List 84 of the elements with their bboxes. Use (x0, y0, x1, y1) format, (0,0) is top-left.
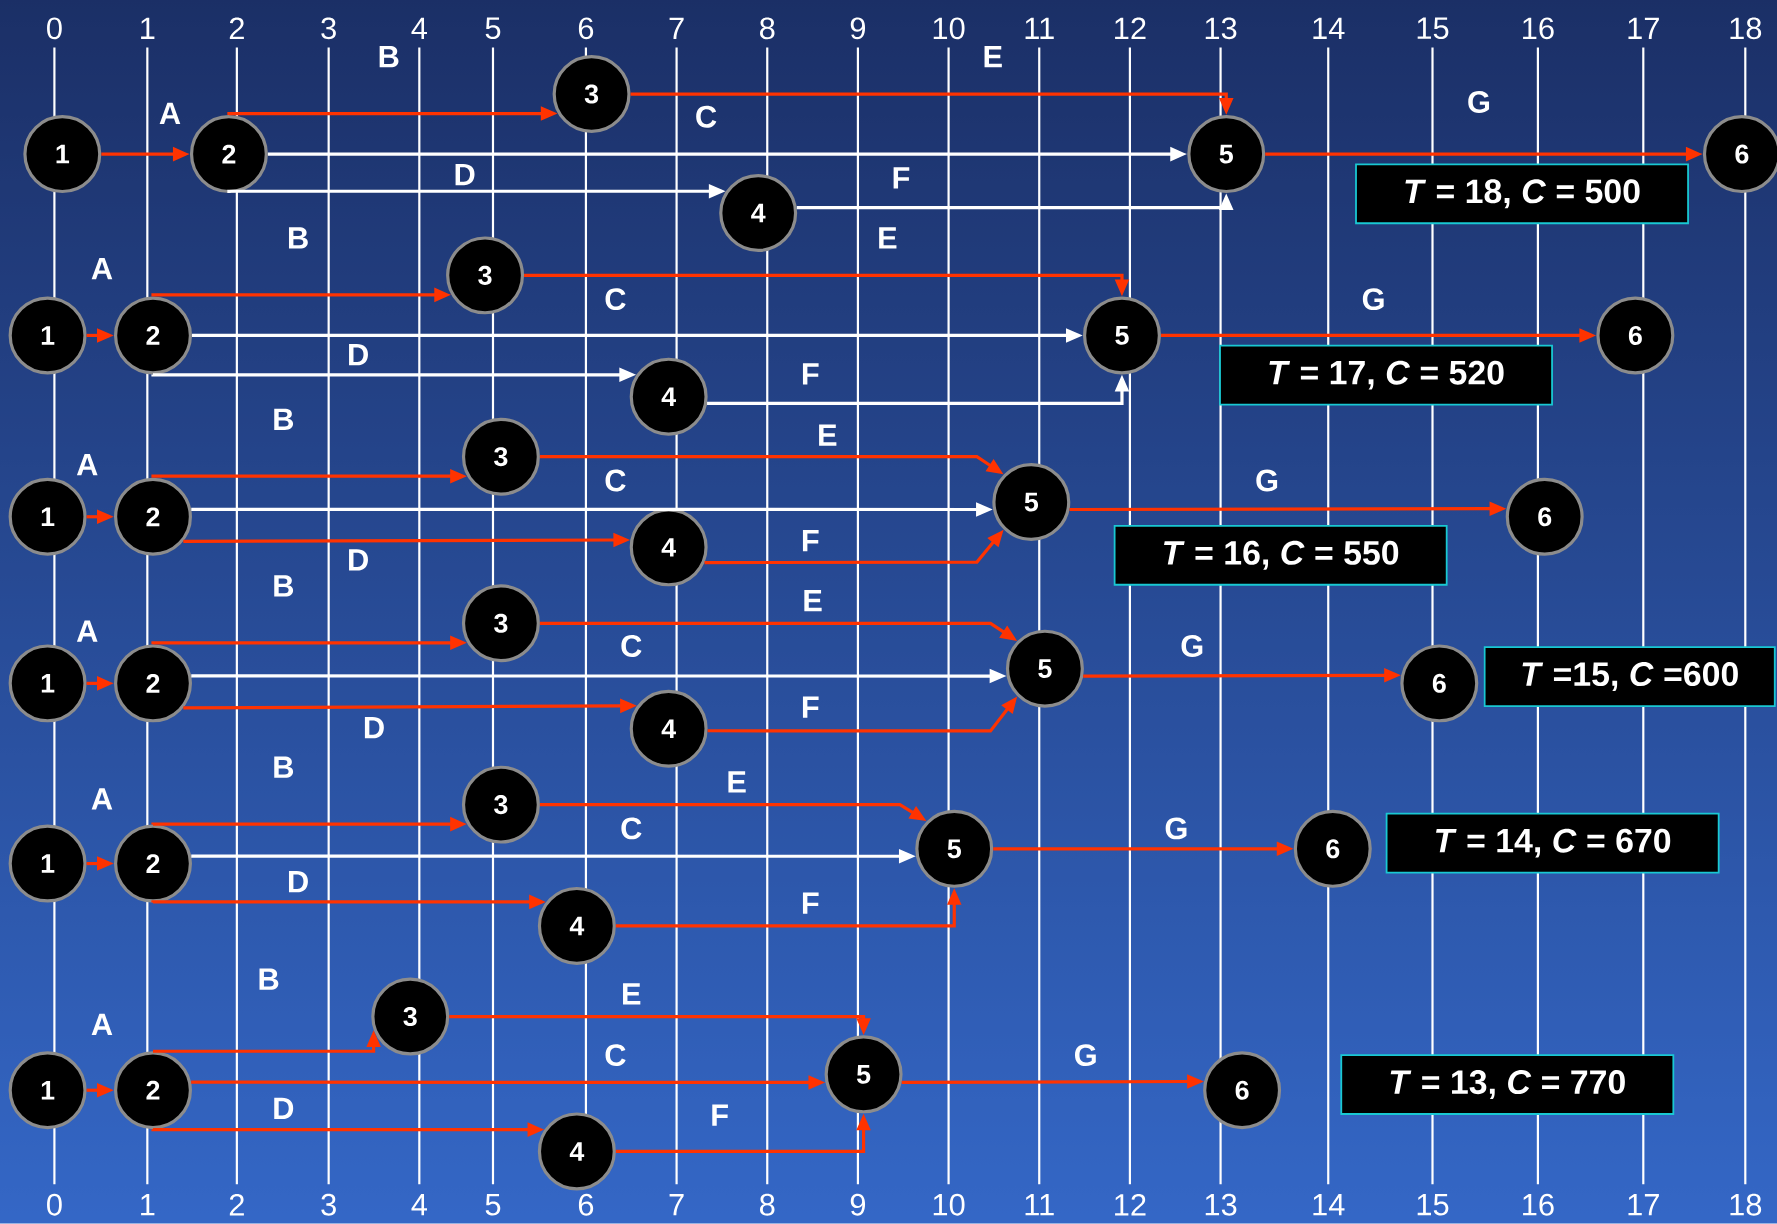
edge-label: C (605, 1044, 626, 1067)
scale-number: 3 (321, 1193, 336, 1216)
scale-number: 0 (47, 17, 62, 40)
edge-label: F (802, 696, 819, 718)
edge-label: E (728, 771, 746, 793)
scale-number: 3 (321, 17, 336, 40)
scale-number: 8 (760, 1193, 775, 1216)
edge-label: B (289, 227, 308, 249)
scale-number: 4 (411, 1194, 427, 1216)
scale-number: 12 (1115, 1193, 1146, 1216)
edge-label: D (289, 871, 308, 893)
scale-number: 9 (850, 1193, 866, 1216)
edge-label: D (455, 163, 475, 186)
edge-label: D (274, 1097, 294, 1119)
result-box: T = 18, C = 500 (1355, 163, 1689, 225)
edge-label: B (274, 756, 294, 778)
edge-label: F (712, 1104, 728, 1126)
edge-label: A (159, 102, 181, 124)
scale-number: 11 (1025, 1194, 1054, 1216)
scale-number: 11 (1025, 17, 1054, 39)
edge-label: E (879, 227, 897, 249)
edge-label: F (802, 363, 819, 385)
edge-label: C (621, 635, 642, 657)
edge-label: G (1362, 288, 1384, 311)
scale-number: 16 (1523, 17, 1554, 40)
scale-number: 2 (229, 17, 244, 40)
scale-number: 14 (1313, 1194, 1345, 1216)
scale-number: 12 (1115, 17, 1146, 40)
edge-label: C (605, 469, 626, 492)
edge-label: E (984, 46, 1002, 68)
edge-label: G (1165, 817, 1187, 840)
scale-number: 9 (850, 17, 866, 40)
scale-number: 1 (141, 1194, 155, 1216)
edge-label: A (76, 454, 98, 476)
scale-number: 13 (1205, 1193, 1237, 1216)
edge-label: C (621, 817, 642, 840)
edge-label: D (349, 344, 368, 366)
edge-label: A (91, 788, 113, 810)
edge-label: C (696, 105, 717, 128)
scale-number: 5 (485, 1193, 501, 1216)
edge-label: E (819, 424, 837, 446)
scale-number: 18 (1730, 1193, 1762, 1216)
edge-label: F (893, 167, 910, 189)
edge-label: G (1181, 635, 1203, 657)
scale-number: 15 (1417, 17, 1449, 40)
scale-number: 10 (933, 1193, 965, 1216)
edge-label: G (1075, 1044, 1096, 1067)
edge-label: B (274, 408, 294, 430)
scale-number: 5 (485, 17, 501, 40)
scale-number: 15 (1417, 1193, 1449, 1216)
edge-label: F (802, 529, 819, 552)
edge-label: A (91, 1013, 113, 1036)
scale-number: 16 (1523, 1193, 1554, 1216)
edge-label: D (364, 716, 384, 739)
result-box: T =15, C =600 (1483, 646, 1776, 707)
edge-label: F (802, 892, 819, 914)
result-box: T = 14, C = 670 (1385, 812, 1720, 874)
edge-label: G (1256, 469, 1278, 492)
scale-number: 18 (1730, 17, 1762, 40)
scale-number: 13 (1205, 17, 1237, 40)
scale-number: 8 (760, 17, 775, 40)
edge-label: B (379, 46, 399, 68)
edge-label: E (804, 590, 822, 612)
result-box: T = 16, C = 550 (1113, 524, 1448, 586)
scale-number: 17 (1628, 1194, 1659, 1216)
scale-number: 0 (47, 1193, 62, 1216)
scale-number: 7 (669, 1194, 684, 1216)
edge-label: B (259, 968, 279, 990)
edge-label: B (274, 575, 294, 597)
scale-number: 7 (669, 17, 684, 39)
scale-number: 14 (1313, 17, 1345, 39)
scale-number: 4 (411, 17, 427, 39)
edge-label: A (91, 257, 113, 280)
scale-number: 10 (933, 17, 965, 40)
edge-label: D (349, 549, 368, 571)
edge-label: A (76, 620, 98, 642)
result-box: T = 13, C = 770 (1340, 1054, 1675, 1115)
scale-number: 17 (1628, 17, 1659, 39)
scale-number: 2 (229, 1193, 244, 1216)
edge-label: C (605, 288, 626, 311)
edge-label: E (623, 983, 641, 1005)
result-box: T = 17, C = 520 (1219, 344, 1553, 406)
scale-number: 1 (141, 17, 155, 39)
edge-label: G (1468, 91, 1490, 113)
